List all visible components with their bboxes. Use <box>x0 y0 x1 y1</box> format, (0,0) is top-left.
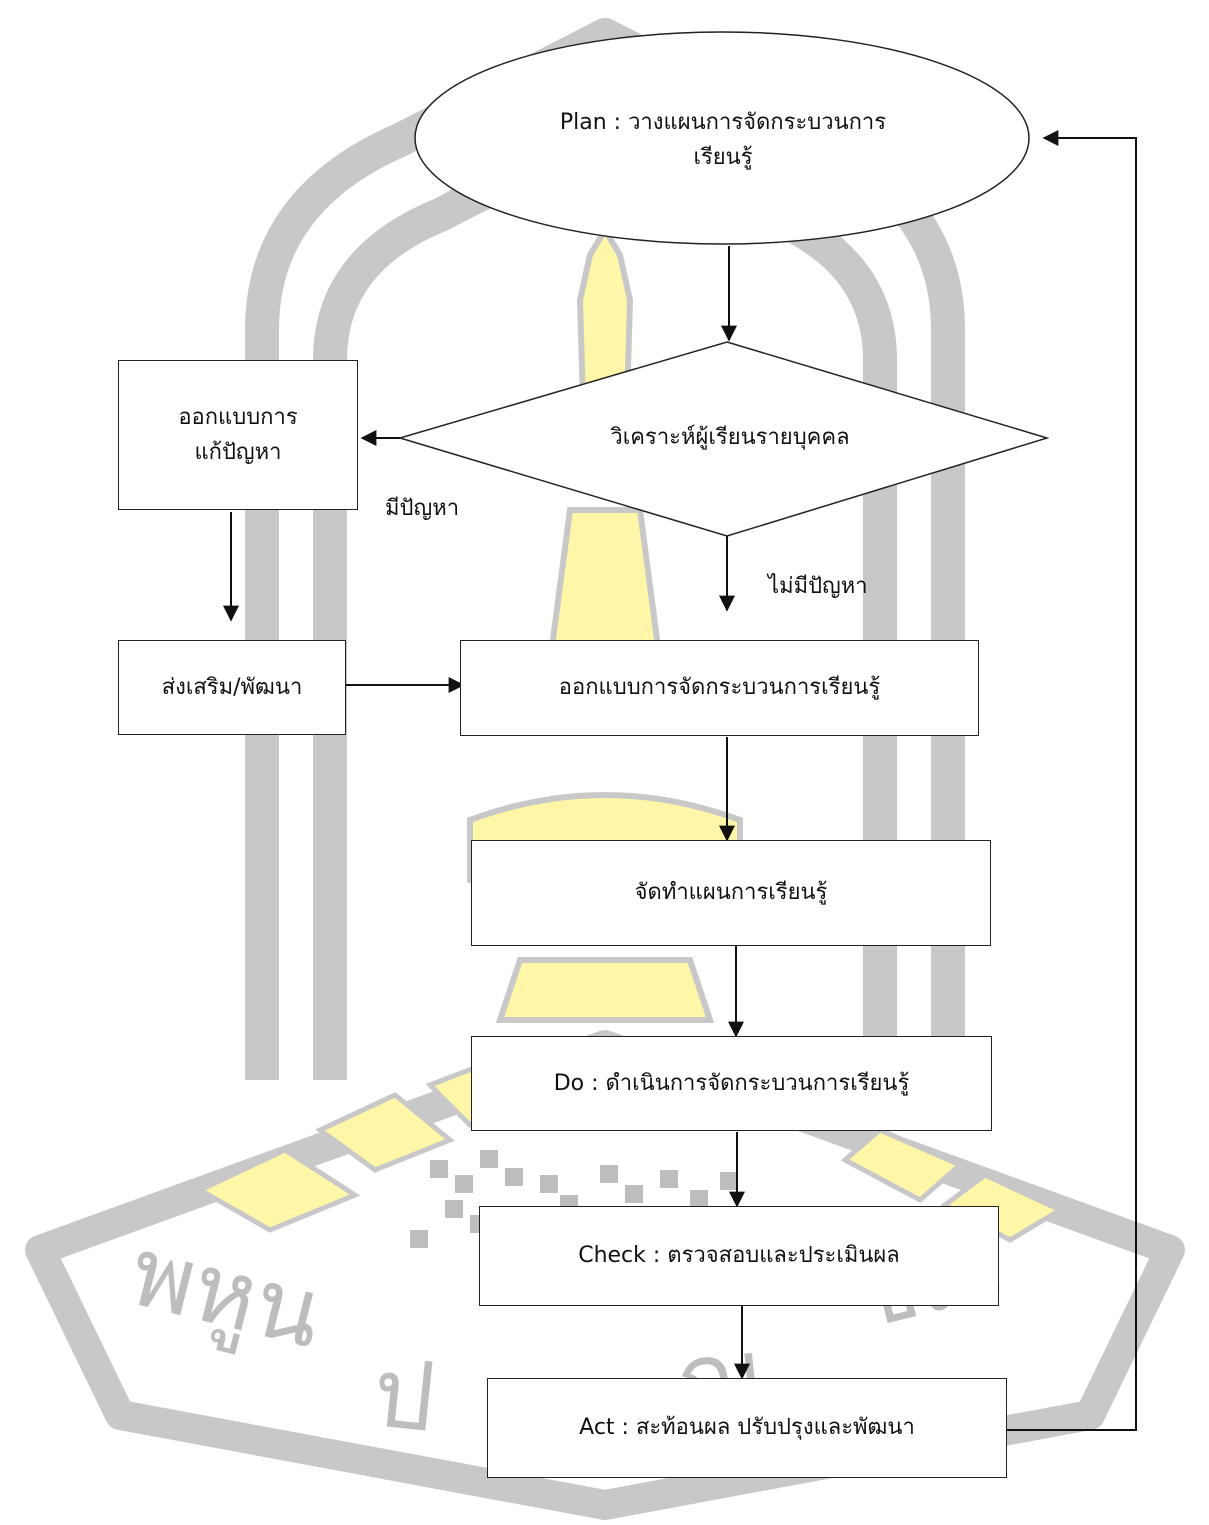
design-learning-box: ออกแบบการจัดกระบวนการเรียนรู้ <box>460 640 979 736</box>
seal-arch-outer <box>245 18 965 1080</box>
stupa-base <box>495 957 715 1023</box>
has-problem-label: มีปัญหา <box>385 496 460 521</box>
do-label: Do : ดำเนินการจัดกระบวนการเรียนรู้ <box>553 1070 910 1096</box>
plan-node-line1: Plan : วางแผนการจัดกระบวนการ <box>559 109 887 135</box>
do-box: Do : ดำเนินการจัดกระบวนการเรียนรู้ <box>471 1036 992 1131</box>
arrow-act-to-plan <box>1006 130 1137 1431</box>
ray-4 <box>840 1127 965 1204</box>
lesson-plan-label: จัดทำแผนการเรียนรู้ <box>634 880 828 906</box>
lesson-plan-box: จัดทำแผนการเรียนรู้ <box>471 840 991 946</box>
ray-5 <box>940 1172 1066 1243</box>
design-solution-line1: ออกแบบการ <box>178 404 298 430</box>
promote-label: ส่งเสริม/พัฒนา <box>161 674 303 700</box>
act-box: Act : สะท้อนผล ปรับปรุงและพัฒนา <box>487 1378 1007 1478</box>
promote-box: ส่งเสริม/พัฒนา <box>118 640 346 735</box>
ray-2 <box>315 1092 455 1173</box>
analyze-node: วิเคราะห์ผู้เรียนรายบุคคล <box>520 408 940 468</box>
plan-node: Plan : วางแผนการจัดกระบวนการ เรียนรู้ <box>470 90 976 190</box>
design-solution-box: ออกแบบการ แก้ปัญหา <box>118 360 358 510</box>
plan-ellipse <box>414 31 1030 245</box>
check-label: Check : ตรวจสอบและประเมินผล <box>578 1243 900 1269</box>
no-problem-label: ไม่มีปัญหา <box>768 574 868 599</box>
design-solution-line2: แก้ปัญหา <box>194 440 282 465</box>
design-learning-label: ออกแบบการจัดกระบวนการเรียนรู้ <box>558 675 881 701</box>
seal-motto-2: ป <box>368 1336 440 1454</box>
ray-1 <box>194 1147 361 1233</box>
analyze-node-label: วิเคราะห์ผู้เรียนรายบุคคล <box>610 425 850 451</box>
act-label: Act : สะท้อนผล ปรับปรุงและพัฒนา <box>579 1415 915 1441</box>
plan-node-line2: เรียนรู้ <box>693 145 753 170</box>
check-box: Check : ตรวจสอบและประเมินผล <box>479 1206 999 1306</box>
